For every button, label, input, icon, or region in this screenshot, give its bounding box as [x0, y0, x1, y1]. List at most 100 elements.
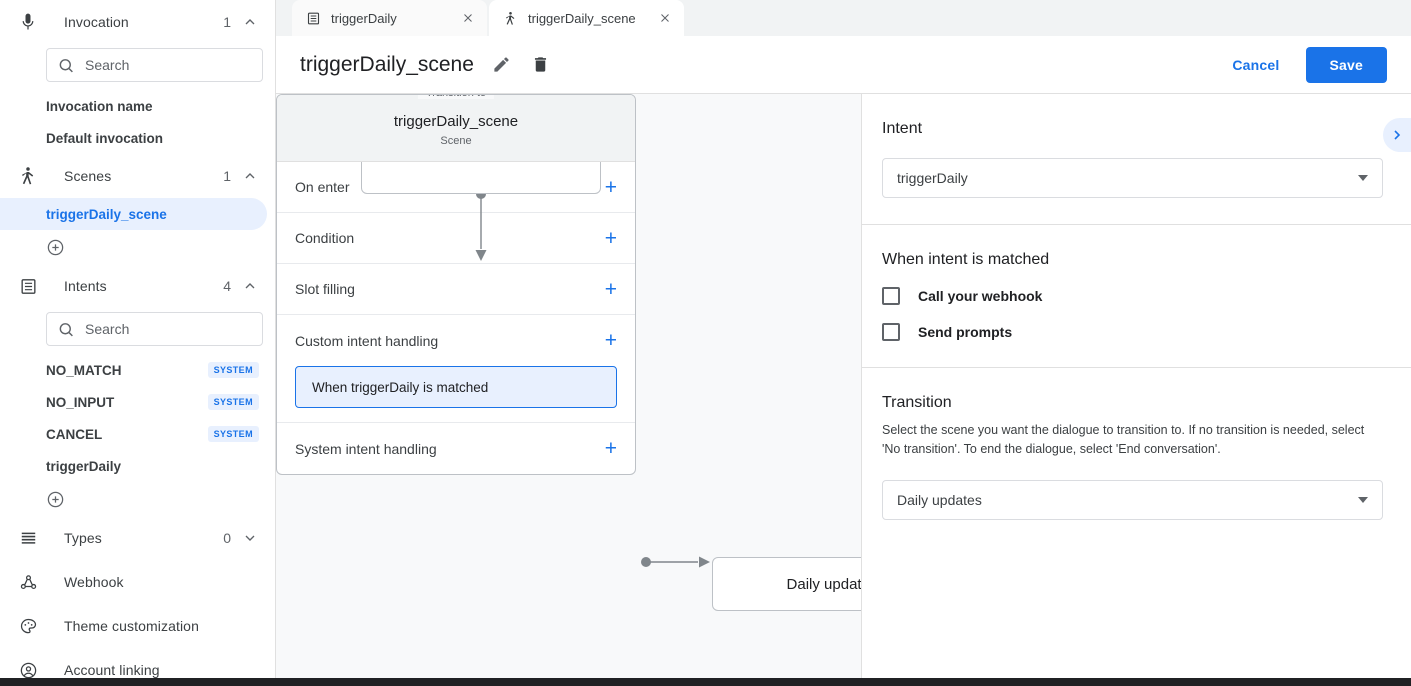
sidebar-item-account-linking[interactable]: Account linking — [0, 648, 275, 686]
add-icon[interactable]: + — [604, 277, 617, 301]
add-icon — [47, 239, 64, 255]
scene-canvas[interactable]: Transition from Not available Transition… — [276, 94, 861, 686]
checkbox-call-your-webhook[interactable]: Call your webhook — [882, 287, 1383, 305]
intents-search-input[interactable] — [85, 321, 252, 337]
intents-list-icon — [16, 274, 40, 298]
scene-row-label: System intent handling — [295, 440, 437, 457]
bottom-strip — [0, 678, 1411, 686]
sidebar-item-invocation-name[interactable]: Invocation name — [0, 90, 275, 122]
toolbar: triggerDaily_scene Cancel Save — [276, 36, 1411, 94]
checkbox-label: Send prompts — [918, 324, 1013, 340]
search-icon — [59, 58, 73, 72]
intent-select-value: triggerDaily — [897, 170, 968, 186]
account-circle-icon — [16, 658, 40, 682]
transition-target-card[interactable]: Transition to Daily updates — [712, 557, 861, 611]
scene-row-on-enter[interactable]: On enter + — [277, 162, 635, 213]
status-badge: SYSTEM — [207, 362, 259, 378]
sidebar-item-default-invocation[interactable]: Default invocation — [0, 122, 275, 154]
scene-card[interactable]: Transition to triggerDaily_scene Scene O… — [276, 94, 636, 475]
add-icon[interactable]: + — [604, 437, 617, 460]
scene-branch-icon — [16, 164, 40, 188]
add-scene-button[interactable] — [0, 230, 275, 264]
sidebar-item-label: Invocation name — [46, 98, 153, 114]
sidebar-section-count: 1 — [223, 168, 231, 184]
sidebar-item-label: Theme customization — [64, 618, 199, 634]
sidebar-item-label: Default invocation — [46, 130, 164, 146]
sidebar-section-types[interactable]: Types 0 — [0, 516, 275, 560]
scene-row-system-intent-handling[interactable]: System intent handling + — [277, 423, 635, 474]
chevron-right-icon[interactable] — [1383, 118, 1411, 152]
add-icon — [47, 491, 64, 507]
tab-triggerdaily[interactable]: triggerDaily — [292, 0, 487, 36]
checkbox-send-prompts[interactable]: Send prompts — [882, 323, 1383, 341]
when-intent-matched-section: When intent is matched Call your webhook… — [862, 225, 1411, 368]
sidebar-section-count: 1 — [223, 14, 231, 30]
scene-row-custom-intent-handling[interactable]: Custom intent handling + — [277, 315, 635, 366]
sidebar-item-no-match[interactable]: NO_MATCH SYSTEM — [0, 354, 275, 386]
sidebar-item-label: Webhook — [64, 574, 124, 590]
chevron-up-icon[interactable] — [241, 277, 259, 295]
chevron-up-icon[interactable] — [241, 167, 259, 185]
add-icon[interactable]: + — [604, 329, 617, 352]
chevron-down-icon — [1358, 175, 1368, 181]
add-intent-button[interactable] — [0, 482, 275, 516]
intent-section: Intent triggerDaily — [862, 94, 1411, 225]
sidebar-item-theme-customization[interactable]: Theme customization — [0, 604, 275, 648]
properties-panel: Intent triggerDaily When intent is match… — [861, 94, 1411, 686]
sidebar-item-label: NO_MATCH — [46, 362, 122, 378]
microphone-icon — [16, 10, 40, 34]
transition-to-legend: Transition to — [417, 95, 495, 99]
sidebar-item-label: CANCEL — [46, 426, 103, 442]
sidebar-item-no-input[interactable]: NO_INPUT SYSTEM — [0, 386, 275, 418]
status-badge: SYSTEM — [207, 426, 259, 442]
main-area: triggerDaily triggerDaily_scene — [276, 0, 1411, 686]
sidebar-item-label: triggerDaily — [46, 458, 122, 474]
scene-card-title: triggerDaily_scene — [393, 113, 519, 130]
scene-card-header: triggerDaily_scene Scene — [277, 95, 635, 162]
intent-handler-chip[interactable]: When triggerDaily is matched — [295, 366, 617, 408]
sidebar-section-intents[interactable]: Intents 4 — [0, 264, 275, 308]
intents-list-icon — [306, 11, 321, 26]
pencil-icon[interactable] — [492, 55, 511, 74]
close-icon[interactable] — [658, 11, 672, 25]
transition-section-description: Select the scene you want the dialogue t… — [882, 423, 1365, 457]
search-icon — [59, 322, 73, 336]
trash-icon[interactable] — [531, 55, 550, 74]
invocation-search-input[interactable] — [85, 57, 252, 73]
add-icon[interactable]: + — [604, 226, 617, 250]
checkbox-box[interactable] — [882, 287, 900, 305]
tab-label: triggerDaily — [331, 10, 397, 26]
chevron-up-icon[interactable] — [241, 13, 259, 31]
sidebar-section-count: 4 — [223, 278, 231, 294]
sidebar-item-webhook[interactable]: Webhook — [0, 560, 275, 604]
intent-select[interactable]: triggerDaily — [882, 158, 1383, 198]
sidebar-item-cancel[interactable]: CANCEL SYSTEM — [0, 418, 275, 450]
sidebar-section-scenes[interactable]: Scenes 1 — [0, 154, 275, 198]
transition-select[interactable]: Daily updates — [882, 479, 1383, 520]
intent-section-title: Intent — [882, 120, 923, 137]
sidebar-section-label: Scenes — [64, 168, 112, 184]
intents-search-box[interactable] — [46, 312, 263, 346]
scene-row-condition[interactable]: Condition + — [277, 213, 635, 264]
scene-row-label: On enter — [295, 179, 350, 195]
scene-row-label: Custom intent handling — [295, 332, 439, 349]
chevron-down-icon[interactable] — [241, 529, 259, 547]
checkbox-box[interactable] — [882, 323, 900, 341]
add-icon[interactable]: + — [604, 175, 617, 199]
invocation-search-wrap — [0, 44, 275, 90]
sidebar-section-invocation[interactable]: Invocation 1 — [0, 0, 275, 44]
chevron-down-icon — [1358, 496, 1368, 503]
invocation-search-box[interactable] — [46, 48, 263, 82]
sidebar-item-triggerdaily[interactable]: triggerDaily — [0, 450, 275, 482]
sidebar-section-label: Types — [64, 530, 102, 546]
intent-handler-chip-label: When triggerDaily is matched — [312, 379, 489, 395]
close-icon[interactable] — [461, 11, 475, 25]
sidebar-item-triggerdaily-scene[interactable]: triggerDaily_scene — [0, 198, 267, 230]
intents-search-wrap — [0, 308, 275, 354]
tab-triggerdaily-scene[interactable]: triggerDaily_scene — [489, 0, 684, 36]
cancel-button[interactable]: Cancel — [1222, 49, 1289, 81]
save-button[interactable]: Save — [1305, 46, 1387, 83]
status-badge: SYSTEM — [207, 394, 259, 410]
scene-row-slot-filling[interactable]: Slot filling + — [277, 264, 635, 315]
